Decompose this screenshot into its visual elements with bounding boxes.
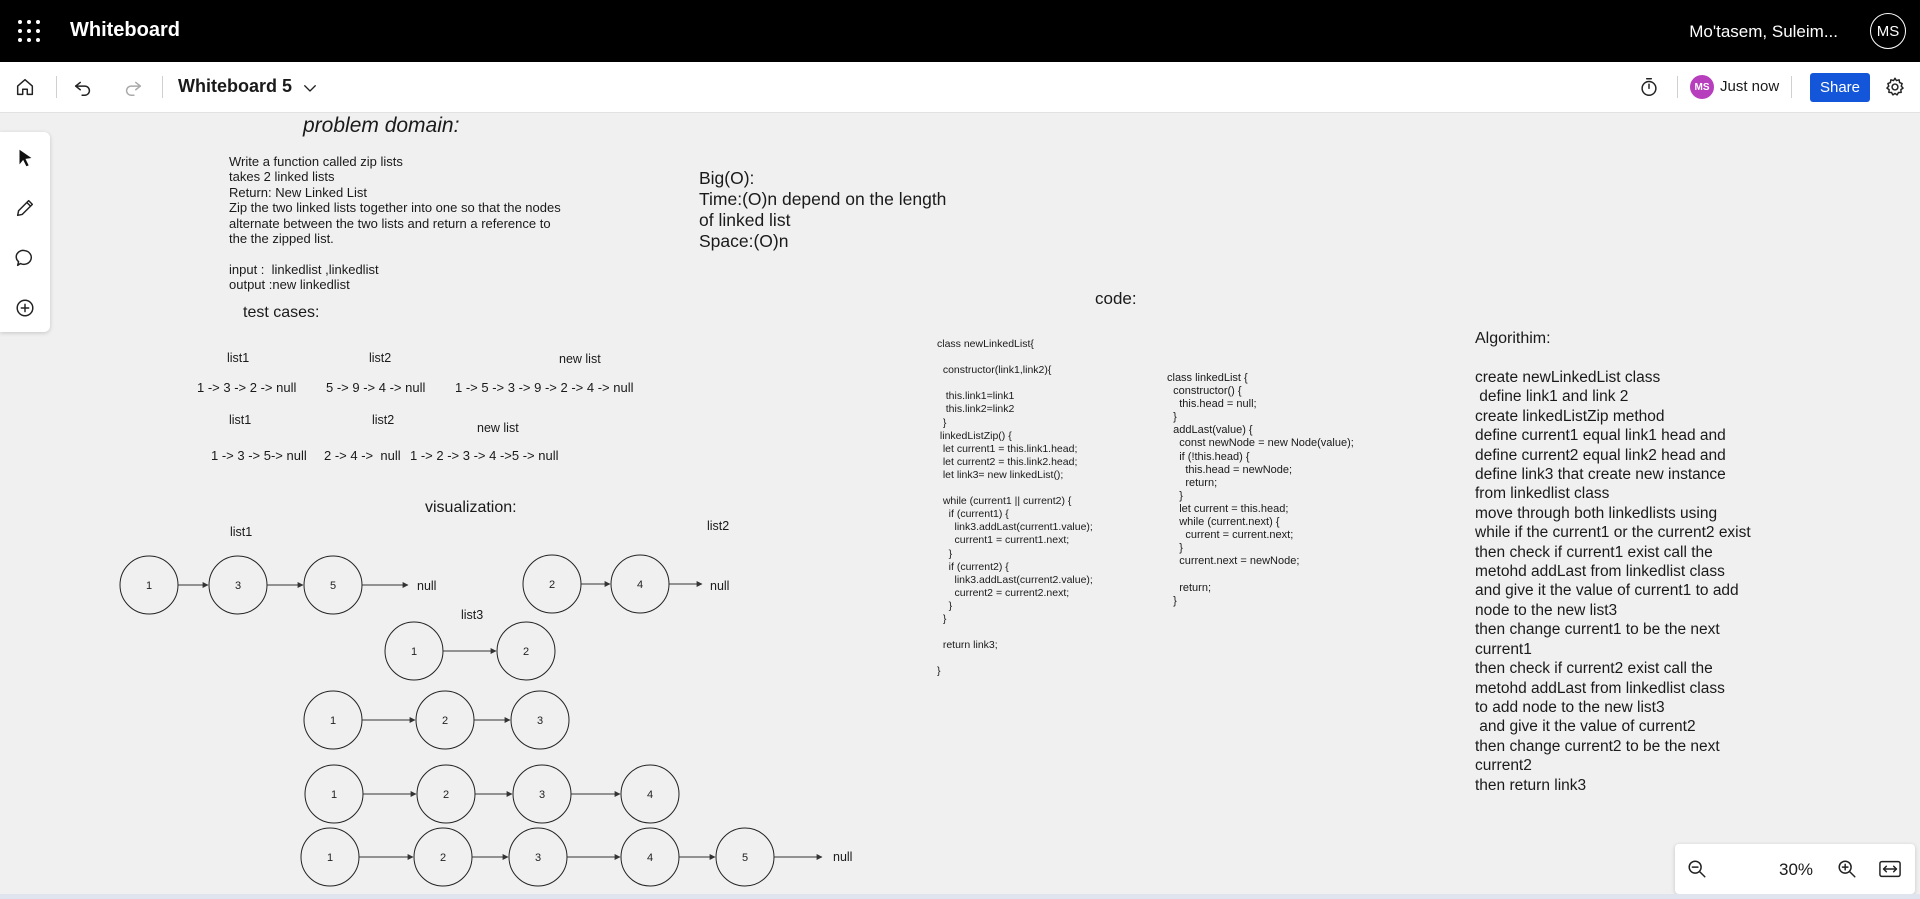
list-node: 1 xyxy=(304,764,364,824)
undo-icon[interactable] xyxy=(71,75,95,99)
user-avatar[interactable]: MS xyxy=(1870,13,1906,49)
tc2-list1: 1 -> 3 -> 5-> null xyxy=(211,448,307,463)
node-value: 2 xyxy=(442,715,448,727)
last-edited-status: Just now xyxy=(1720,78,1780,95)
node-value: 3 xyxy=(537,715,543,727)
viz-list3-label: list3 xyxy=(461,608,484,622)
list-node: 4 xyxy=(610,554,670,614)
divider xyxy=(162,76,163,98)
redo-icon[interactable] xyxy=(121,75,145,99)
algorithm-title: Algorithim: xyxy=(1475,330,1551,347)
board-title[interactable]: Whiteboard 5 xyxy=(178,76,293,96)
tc2-new-list-label: new list xyxy=(477,421,519,435)
list-node: 5 xyxy=(715,827,775,887)
problem-domain-title: problem domain: xyxy=(303,114,460,137)
list-node: 1 xyxy=(300,827,360,887)
bottom-edge xyxy=(0,894,1920,899)
divider xyxy=(56,76,57,98)
viz-list2-label: list2 xyxy=(707,519,730,533)
node-value: 2 xyxy=(549,579,555,591)
list-node: 2 xyxy=(496,621,556,681)
tc1-list1: 1 -> 3 -> 2 -> null xyxy=(197,380,297,395)
tc1-list1-label: list1 xyxy=(227,351,250,365)
list-node: 1 xyxy=(384,621,444,681)
node-value: 3 xyxy=(235,580,241,592)
list-node: 2 xyxy=(522,554,582,614)
tc2-list2-label: list2 xyxy=(372,413,395,427)
list-node: 5 xyxy=(303,555,363,615)
list-node: 2 xyxy=(413,827,473,887)
null-label: null xyxy=(417,579,437,593)
tc1-list2-label: list2 xyxy=(369,351,392,365)
zoom-level[interactable]: 30% xyxy=(1778,860,1814,879)
zoom-in-icon[interactable] xyxy=(1835,857,1859,881)
node-value: 2 xyxy=(443,789,449,801)
big-o-note: Big(O): Time:(O)n depend on the length o… xyxy=(699,168,947,251)
collaborator-avatar[interactable]: MS xyxy=(1690,75,1714,99)
node-value: 5 xyxy=(742,852,748,864)
list-node: 4 xyxy=(620,827,680,887)
list-node: 3 xyxy=(508,827,568,887)
tc1-new-list: 1 -> 5 -> 3 -> 9 -> 2 -> 4 -> null xyxy=(455,380,634,395)
zoom-control: 30% xyxy=(1675,844,1915,894)
tc1-list2: 5 -> 9 -> 4 -> null xyxy=(326,380,426,395)
node-value: 2 xyxy=(440,852,446,864)
node-value: 2 xyxy=(523,646,529,658)
tc1-new-list-label: new list xyxy=(559,352,601,366)
list-node: 3 xyxy=(512,764,572,824)
node-value: 1 xyxy=(411,646,417,658)
node-value: 3 xyxy=(539,789,545,801)
divider xyxy=(1791,76,1792,98)
node-value: 5 xyxy=(330,580,336,592)
app-header: Whiteboard Mo'tasem, Suleim... MS xyxy=(0,0,1920,62)
algorithm-steps: create newLinkedList class define link1 … xyxy=(1475,369,1751,794)
node-value: 1 xyxy=(331,789,337,801)
whiteboard-canvas[interactable]: 1 3 5 2 4 1 2 1 2 3 1 2 3 4 1 2 3 4 5 xyxy=(0,112,1920,894)
code-title: code: xyxy=(1095,289,1137,308)
list-node: 4 xyxy=(620,764,680,824)
null-label: null xyxy=(833,850,853,864)
tc2-list1-label: list1 xyxy=(229,413,252,427)
node-value: 1 xyxy=(330,715,336,727)
test-cases-title: test cases: xyxy=(243,304,320,321)
app-launcher-icon[interactable] xyxy=(18,20,40,42)
tc2-new-list: 1 -> 2 -> 3 -> 4 ->5 -> null xyxy=(410,448,559,463)
share-button[interactable]: Share xyxy=(1810,73,1870,102)
timer-icon[interactable] xyxy=(1637,75,1661,99)
user-name: Mo'tasem, Suleim... xyxy=(1689,22,1838,41)
code-linked-list: class linkedList { constructor() { this.… xyxy=(1167,372,1354,607)
list-node: 2 xyxy=(415,690,475,750)
null-label: null xyxy=(710,579,730,593)
board-toolbar: Whiteboard 5 MS Just now Share xyxy=(0,62,1920,113)
pen-icon[interactable] xyxy=(13,196,37,220)
list-node: 3 xyxy=(510,690,570,750)
problem-description: Write a function called zip lists takes … xyxy=(229,154,561,293)
list-node: 1 xyxy=(303,690,363,750)
add-icon[interactable] xyxy=(13,296,37,320)
app-title: Whiteboard xyxy=(70,19,180,41)
visualization-title: visualization: xyxy=(425,499,517,516)
node-value: 4 xyxy=(647,852,653,864)
tc2-list2: 2 -> 4 -> null xyxy=(324,448,401,463)
fit-to-screen-icon[interactable] xyxy=(1878,857,1902,881)
node-value: 4 xyxy=(647,789,653,801)
comment-icon[interactable] xyxy=(13,246,37,270)
divider xyxy=(1677,76,1678,98)
viz-list1-label: list1 xyxy=(230,525,253,539)
list-node: 3 xyxy=(208,555,268,615)
list-node: 1 xyxy=(119,555,179,615)
list-node: 2 xyxy=(416,764,476,824)
pointer-icon[interactable] xyxy=(13,146,37,170)
tool-rail xyxy=(0,132,50,332)
node-value: 1 xyxy=(146,580,152,592)
node-value: 1 xyxy=(327,852,333,864)
chevron-down-icon[interactable] xyxy=(298,76,322,100)
node-value: 3 xyxy=(535,852,541,864)
home-icon[interactable] xyxy=(13,75,37,99)
code-new-linked-list: class newLinkedList{ constructor(link1,l… xyxy=(937,338,1093,678)
node-value: 4 xyxy=(637,579,643,591)
zoom-out-icon[interactable] xyxy=(1685,857,1709,881)
gear-icon[interactable] xyxy=(1883,75,1907,99)
